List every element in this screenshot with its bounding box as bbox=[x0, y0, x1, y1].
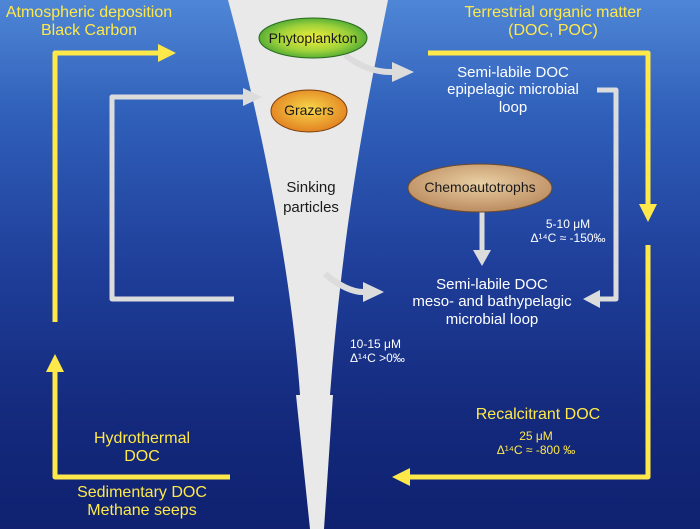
meso-line-2: meso- and bathypelagic bbox=[412, 293, 572, 311]
terrestrial-line-1: Terrestrial organic matter bbox=[464, 4, 642, 21]
meso-doc-label: Semi-labile DOC meso- and bathypelagic m… bbox=[382, 276, 602, 328]
recalcitrant-label: Recalcitrant DOC bbox=[475, 406, 601, 423]
meso-line-1: Semi-labile DOC bbox=[436, 276, 548, 293]
terrestrial-flow-arrow bbox=[428, 50, 651, 204]
phytoplankton-ellipse bbox=[258, 17, 368, 59]
flow-arrows bbox=[52, 50, 651, 480]
sinking-line-1: Sinking bbox=[286, 179, 336, 196]
atmospheric-flow-arrow bbox=[52, 50, 158, 322]
epipelagic-line-3: loop bbox=[498, 98, 528, 116]
left-loop-arrow bbox=[109, 94, 243, 302]
left-loop-arrowhead bbox=[243, 88, 262, 106]
grazers-label: Grazers bbox=[284, 102, 334, 118]
meso-stats: 10-15 μM Δ¹⁴C >0‰ bbox=[350, 337, 430, 366]
epi-stats-line-1: 5-10 μM bbox=[545, 217, 591, 231]
epipelagic-curve-arrow bbox=[343, 52, 395, 76]
flow-arrowheads bbox=[46, 44, 657, 486]
meso-line-3: microbial loop bbox=[445, 310, 539, 328]
sedimentary-line-2: Methane seeps bbox=[87, 502, 197, 520]
epi-stats-line-2: Δ¹⁴C ≈ -150‰ bbox=[530, 230, 606, 245]
loop-arrows bbox=[109, 87, 619, 302]
right-loop-arrowhead bbox=[583, 290, 600, 308]
recalcitrant-arrowhead bbox=[392, 468, 410, 486]
atmospheric-line-1: Atmospheric deposition bbox=[5, 4, 173, 21]
terrestrial-label: Terrestrial organic matter (DOC, POC) bbox=[428, 4, 678, 41]
epipelagic-stats: 5-10 μM Δ¹⁴C ≈ -150‰ bbox=[518, 217, 618, 246]
sinking-line-2: particles bbox=[283, 198, 339, 216]
epipelagic-line-2: epipelagic microbial bbox=[447, 81, 579, 99]
terrestrial-arrowhead bbox=[639, 204, 657, 222]
hydrothermal-line-1: Hydrothermal bbox=[93, 430, 191, 447]
meso-curve-arrowhead bbox=[363, 282, 384, 302]
meso-curve-arrow bbox=[323, 271, 366, 296]
chemoautotrophs-ellipse bbox=[407, 163, 553, 213]
sinking-particles-label: Sinking particles bbox=[276, 178, 346, 217]
atmospheric-arrowhead bbox=[158, 44, 176, 62]
atmospheric-line-2: Black Carbon bbox=[40, 22, 138, 40]
phytoplankton-label: Phytoplankton bbox=[268, 30, 358, 46]
epipelagic-doc-label: Semi-labile DOC epipelagic microbial loo… bbox=[418, 64, 608, 116]
epipelagic-line-1: Semi-labile DOC bbox=[457, 64, 569, 81]
chemoautotrophs-label: Chemoautotrophs bbox=[424, 179, 536, 195]
hydrothermal-line-2: DOC bbox=[124, 448, 160, 466]
recalcitrant-stats-line-1: 25 μM bbox=[519, 429, 553, 443]
recalcitrant-flow-arrow bbox=[410, 245, 651, 480]
grazers-ellipse bbox=[270, 89, 348, 133]
meso-stats-line-2: Δ¹⁴C >0‰ bbox=[350, 350, 405, 365]
loop-arrowheads bbox=[243, 88, 600, 308]
epipelagic-curve-arrowhead bbox=[392, 62, 414, 82]
terrestrial-line-2: (DOC, POC) bbox=[508, 22, 598, 40]
sinking-particles-wedge bbox=[228, 0, 388, 529]
chemo-down-arrowhead bbox=[473, 250, 491, 266]
hydrothermal-label: Hydrothermal DOC bbox=[78, 430, 206, 467]
sediment-arrowhead bbox=[46, 354, 64, 372]
recalcitrant-stats-line-2: Δ¹⁴C ≈ -800 ‰ bbox=[496, 442, 576, 457]
recalcitrant-stats: 25 μM Δ¹⁴C ≈ -800 ‰ bbox=[480, 429, 592, 458]
atmospheric-label: Atmospheric deposition Black Carbon bbox=[0, 4, 178, 41]
sedimentary-line-1: Sedimentary DOC bbox=[77, 484, 207, 501]
sediment-flow-arrow bbox=[52, 372, 230, 480]
meso-stats-line-1: 10-15 μM bbox=[350, 337, 401, 351]
right-loop-arrow bbox=[597, 87, 619, 302]
sedimentary-label: Sedimentary DOC Methane seeps bbox=[72, 484, 212, 521]
